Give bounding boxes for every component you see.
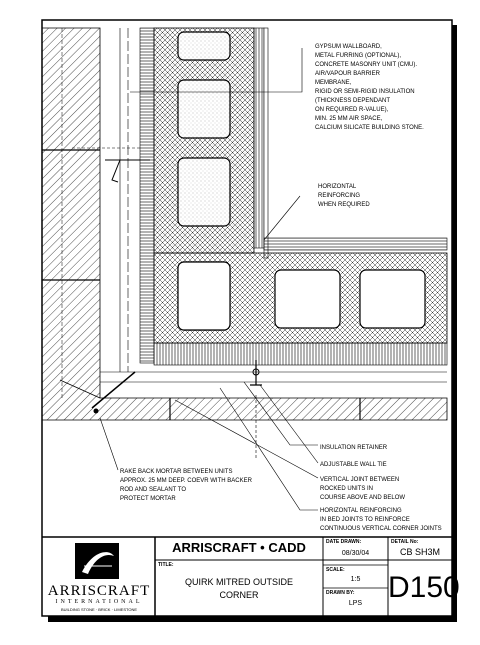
date-value: 08/30/04 xyxy=(341,550,370,557)
drawn-by-value: LPS xyxy=(348,600,363,607)
title-block-frame xyxy=(42,536,452,616)
svg-text:VERTICAL JOINT BETWEEN: VERTICAL JOINT BETWEEN xyxy=(320,477,399,483)
svg-text:APPROX. 25 MM DEEP. COEVR WITH: APPROX. 25 MM DEEP. COEVR WITH BACKER xyxy=(120,478,253,484)
label-rake-mortar: RAKE BACK MORTAR BETWEEN UNITS APPROX. 2… xyxy=(120,469,253,502)
drawing-title-line2: CORNER xyxy=(219,590,259,600)
svg-text:IN BED JOINTS TO REINFORCE: IN BED JOINTS TO REINFORCE xyxy=(320,517,410,523)
cmu-cores-horizontal xyxy=(177,261,426,331)
svg-text:CALCIUM SILICATE BUILDING STON: CALCIUM SILICATE BUILDING STONE. xyxy=(315,125,424,131)
stone-veneer xyxy=(41,27,448,421)
arriscraft-logo-mark xyxy=(75,543,119,579)
svg-text:CONCRETE MASONRY UNIT (CMU).: CONCRETE MASONRY UNIT (CMU). xyxy=(315,62,417,68)
svg-text:MEMBRANE,: MEMBRANE, xyxy=(315,80,352,86)
svg-text:(THICKNESS DEPENDANT: (THICKNESS DEPENDANT xyxy=(315,98,390,104)
label-insulation-retainer: INSULATION RETAINER xyxy=(320,445,388,451)
svg-text:GYPSUM WALLBOARD,: GYPSUM WALLBOARD, xyxy=(315,44,382,50)
svg-text:ROCKED UNITS IN: ROCKED UNITS IN xyxy=(320,486,373,492)
svg-text:ON REQUIRED R-VALUE),: ON REQUIRED R-VALUE), xyxy=(315,107,389,113)
detail-number: D150 xyxy=(388,571,460,604)
svg-text:REINFORCING: REINFORCING xyxy=(318,193,360,199)
drawn-by-label: DRAWN BY: xyxy=(326,590,355,596)
insulation-horizontal xyxy=(153,342,448,366)
drawing-title-line1: QUIRK MITRED OUTSIDE xyxy=(184,577,293,587)
title-block-header: ARRISCRAFT • CADD xyxy=(172,540,306,555)
company-subtitle: INTERNATIONAL xyxy=(55,599,143,605)
title-label: TITLE: xyxy=(158,562,174,568)
svg-text:HORIZONTAL REINFORCING: HORIZONTAL REINFORCING xyxy=(320,508,402,514)
svg-text:RAKE BACK MORTAR BETWEEN UNITS: RAKE BACK MORTAR BETWEEN UNITS xyxy=(120,469,232,475)
svg-text:COURSE ABOVE AND BELOW: COURSE ABOVE AND BELOW xyxy=(320,495,405,501)
svg-text:RIGID OR SEMI-RIGID INSULATION: RIGID OR SEMI-RIGID INSULATION xyxy=(315,89,415,95)
svg-text:PROTECT MORTAR: PROTECT MORTAR xyxy=(120,496,176,502)
label-wall-tie: ADJUSTABLE WALL TIE xyxy=(320,462,387,468)
svg-text:WHEN REQUIRED: WHEN REQUIRED xyxy=(318,202,370,208)
scale-label: SCALE: xyxy=(326,567,345,573)
scale-value: 1:5 xyxy=(350,576,361,583)
company-name: ARRISCRAFT xyxy=(47,583,151,599)
svg-text:ROD AND SEALANT TO: ROD AND SEALANT TO xyxy=(120,487,186,493)
label-wall-assembly: GYPSUM WALLBOARD, METAL FURRING (OPTIONA… xyxy=(315,44,424,131)
date-label: DATE DRAWN: xyxy=(326,539,362,545)
svg-text:HORIZONTAL: HORIZONTAL xyxy=(318,184,357,190)
detail-code: CB SH3M xyxy=(399,547,440,557)
label-reinforcing-upper: HORIZONTAL REINFORCING WHEN REQUIRED xyxy=(318,184,370,208)
svg-text:CONTINUOUS VERTICAL CORNER JOI: CONTINUOUS VERTICAL CORNER JOINTS xyxy=(320,526,442,532)
svg-text:MIN. 25 MM AIR SPACE,: MIN. 25 MM AIR SPACE, xyxy=(315,116,383,122)
label-reinforcing-lower: HORIZONTAL REINFORCING IN BED JOINTS TO … xyxy=(320,508,442,532)
detail-label: DETAIL No: xyxy=(391,539,419,545)
svg-text:AIR/VAPOUR BARRIER: AIR/VAPOUR BARRIER xyxy=(315,71,381,77)
insulation-vertical xyxy=(139,27,155,364)
label-vertical-joint: VERTICAL JOINT BETWEEN ROCKED UNITS IN C… xyxy=(320,477,405,501)
svg-text:METAL FURRING (OPTIONAL),: METAL FURRING (OPTIONAL), xyxy=(315,53,401,59)
company-tagline: BUILDING STONE · BRICK · LIMESTONE xyxy=(60,607,138,612)
